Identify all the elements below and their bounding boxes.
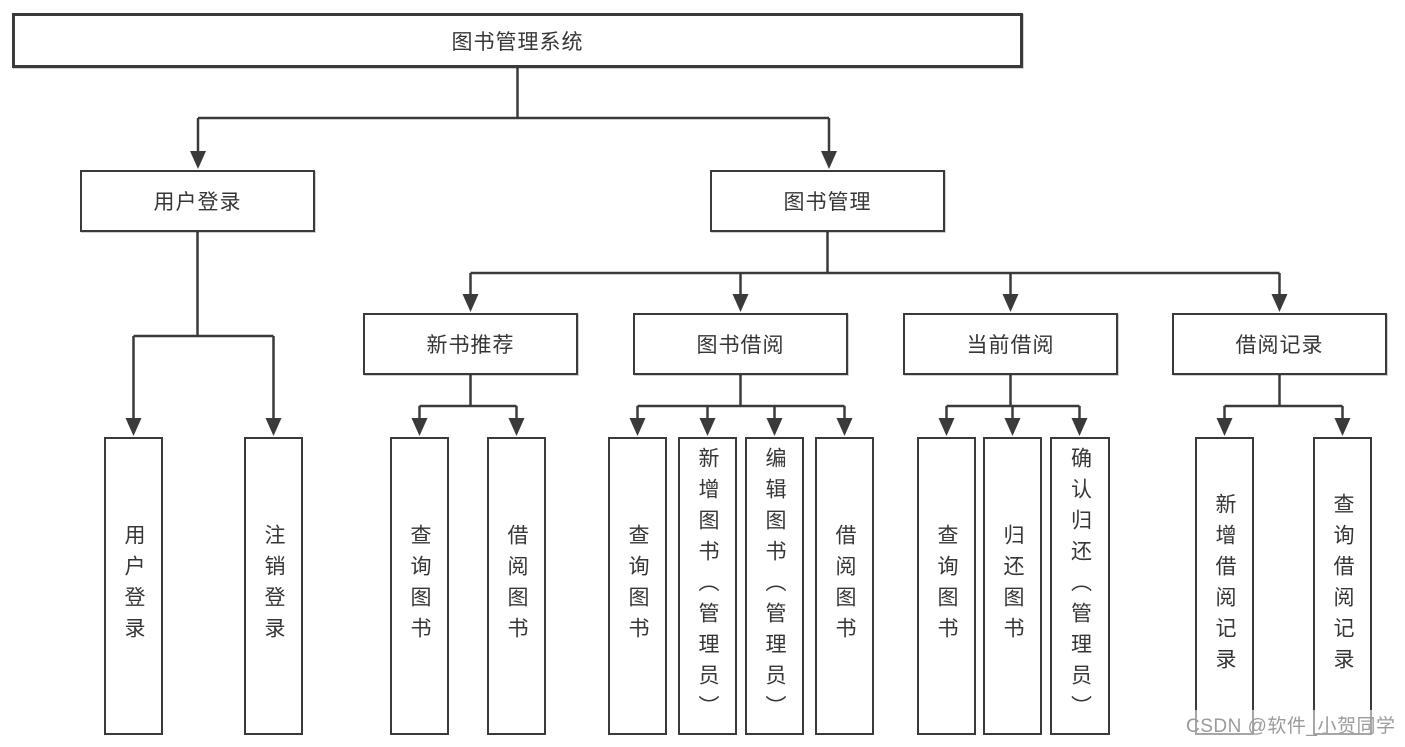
leaf-add-borrow-record: 新增借阅记录 — [1195, 437, 1254, 735]
leaf-edit-book-admin: 编辑图书（管理员） — [745, 437, 804, 735]
node-current-borrow: 当前借阅 — [903, 313, 1118, 375]
node-borrow-records: 借阅记录 — [1172, 313, 1387, 375]
leaf-borrow-books: 借阅图书 — [815, 437, 874, 735]
leaf-query-borrow-record: 查询借阅记录 — [1313, 437, 1372, 735]
node-user-login: 用户登录 — [80, 170, 315, 232]
node-book-management: 图书管理 — [710, 170, 945, 232]
watermark: CSDN @软件_小贺同学 — [1182, 710, 1400, 739]
leaf-confirm-return-admin: 确认归还（管理员） — [1050, 437, 1110, 735]
leaf-user-login: 用户登录 — [104, 437, 163, 735]
leaf-borrow-books-recommend: 借阅图书 — [487, 437, 546, 735]
leaf-query-books-current: 查询图书 — [917, 437, 976, 735]
leaf-logout: 注销登录 — [244, 437, 303, 735]
node-library-management-system: 图书管理系统 — [12, 13, 1023, 68]
arrowhead-icons — [125, 151, 1351, 436]
node-book-borrow: 图书借阅 — [633, 313, 848, 375]
leaf-add-book-admin: 新增图书（管理员） — [678, 437, 737, 735]
leaf-query-books-borrow: 查询图书 — [608, 437, 667, 735]
node-new-book-recommend: 新书推荐 — [363, 313, 578, 375]
leaf-return-books: 归还图书 — [983, 437, 1042, 735]
leaf-query-books-recommend: 查询图书 — [390, 437, 449, 735]
